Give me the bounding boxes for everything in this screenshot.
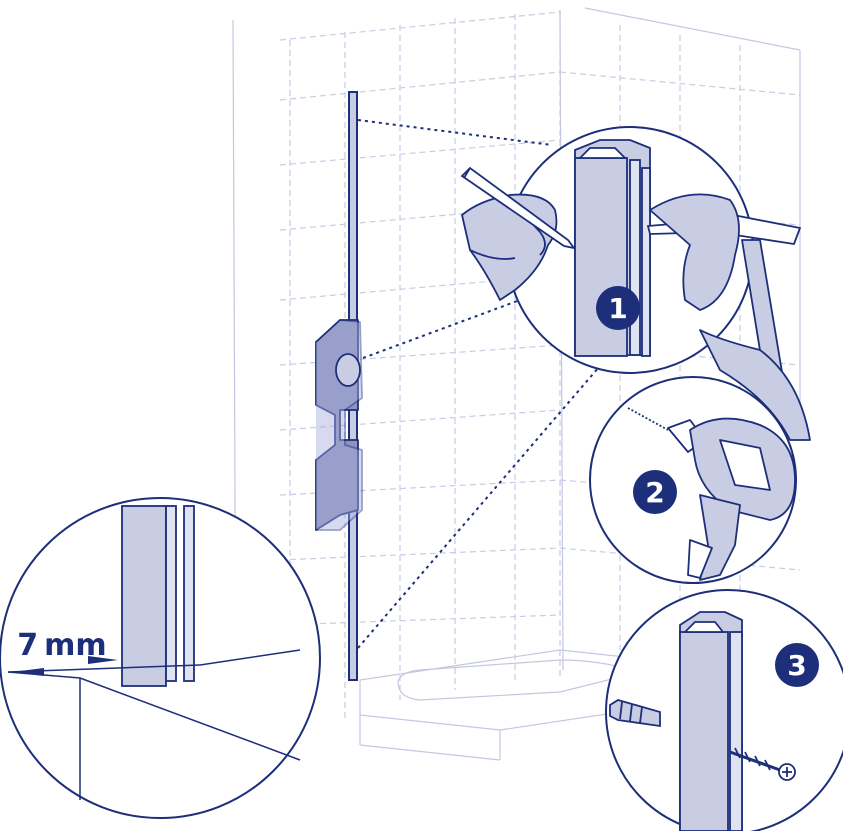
step-3-detail: 3 [605, 589, 843, 831]
step-1-detail: 1 [460, 126, 811, 441]
shower-tray-basin [397, 659, 643, 701]
pencil-icon [460, 166, 577, 250]
profile-closeup [121, 505, 195, 687]
step-2-detail: 2 [589, 376, 797, 584]
step-3-badge: 3 [775, 643, 819, 687]
leader-lines [357, 119, 606, 649]
step-2-badge: 2 [633, 470, 677, 514]
shower-room [232, 7, 801, 761]
step-2-number: 2 [645, 476, 664, 509]
drill-icon [627, 407, 796, 581]
step-3-number: 3 [787, 649, 806, 682]
hand-icon [649, 193, 811, 441]
step-1-badge: 1 [596, 286, 640, 330]
dimension-arrows [12, 656, 118, 676]
profile-closeup [679, 611, 743, 831]
right-wall-top [584, 7, 801, 51]
step-1-number: 1 [608, 292, 627, 325]
bracket-hole [335, 353, 361, 387]
wall-plug-icon [609, 699, 661, 728]
screw-icon [729, 747, 796, 781]
hinge-bracket [315, 319, 363, 531]
